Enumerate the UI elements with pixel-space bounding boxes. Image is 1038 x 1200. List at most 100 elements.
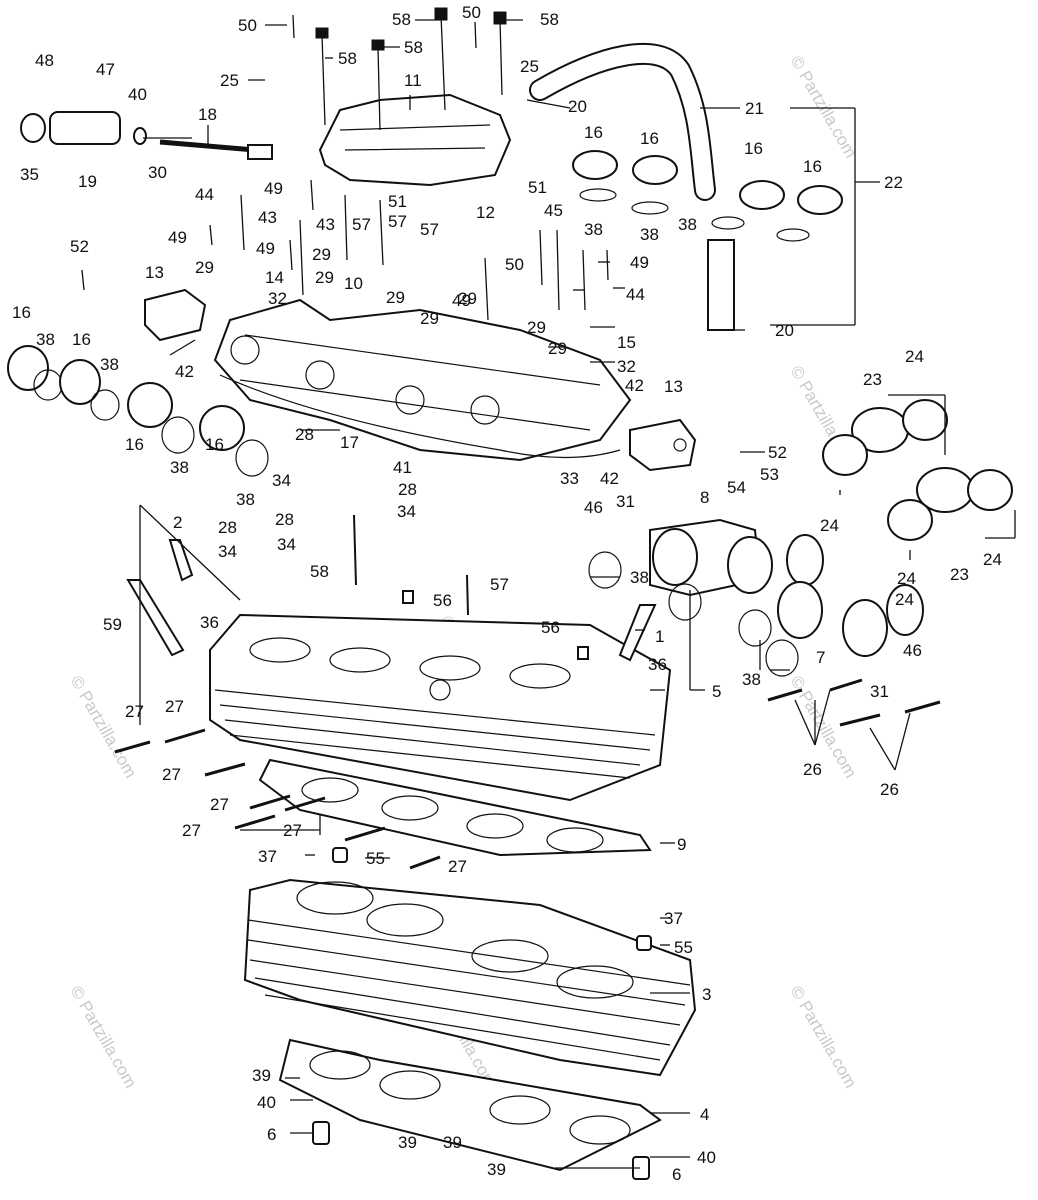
callout-label: 24	[895, 590, 914, 609]
callout-label: 27	[182, 821, 201, 840]
callout-label: 26	[880, 780, 899, 799]
callout-label: 2	[173, 513, 182, 532]
callout-label: 49	[630, 253, 649, 272]
callout-label: 42	[600, 469, 619, 488]
callout-label: 29	[195, 258, 214, 277]
callout-label: 35	[20, 165, 39, 184]
watermark-text: © Partzilla.com	[787, 673, 861, 782]
callout-label: 29	[386, 288, 405, 307]
head-gasket	[258, 758, 652, 857]
leader-lines	[139, 19, 1016, 1169]
callout-label: 25	[520, 57, 539, 76]
callout-label: 10	[344, 274, 363, 293]
callout-label: 27	[283, 821, 302, 840]
callout-label: 49	[168, 228, 187, 247]
callout-label: 12	[476, 203, 495, 222]
callout-label: 52	[768, 443, 787, 462]
callout-label: 34	[218, 542, 237, 561]
rocker-blocks	[144, 288, 697, 472]
callout-label: 25	[220, 71, 239, 90]
callout-label: 58	[404, 38, 423, 57]
callout-label: 58	[392, 10, 411, 29]
cover-bolts	[292, 7, 507, 131]
callout-label: 42	[625, 376, 644, 395]
callout-label: 27	[448, 857, 467, 876]
callout-label: 59	[103, 615, 122, 634]
callout-label: 29	[548, 339, 567, 358]
callout-label: 23	[950, 565, 969, 584]
callout-label: 38	[584, 220, 603, 239]
small-parts	[126, 514, 657, 1180]
callout-label: 46	[584, 498, 603, 517]
tachometer-drive	[20, 111, 273, 160]
callout-label: 34	[277, 535, 296, 554]
callout-label: 27	[165, 697, 184, 716]
callout-label: 54	[727, 478, 746, 497]
callout-label: 18	[198, 105, 217, 124]
callout-label: 38	[36, 330, 55, 349]
callout-label: 50	[462, 3, 481, 22]
callout-label: 44	[195, 185, 214, 204]
left-seal-caps	[7, 345, 269, 477]
callout-label: 34	[397, 502, 416, 521]
callout-label: 16	[584, 123, 603, 142]
callout-label: 50	[505, 255, 524, 274]
callout-label: 1	[655, 627, 664, 646]
callout-label: 56	[541, 618, 560, 637]
callout-label: 43	[258, 208, 277, 227]
callout-label: 38	[678, 215, 697, 234]
callout-label: 30	[148, 163, 167, 182]
callout-label: 29	[458, 289, 477, 308]
callout-label: 14	[265, 268, 284, 287]
callout-label: 56	[433, 591, 452, 610]
callout-label: 50	[238, 16, 257, 35]
callout-label: 28	[398, 480, 417, 499]
callout-label: 34	[272, 471, 291, 490]
right-seal-caps	[572, 150, 843, 242]
callout-label: 16	[803, 157, 822, 176]
callout-label: 29	[420, 309, 439, 328]
callout-label: 31	[870, 682, 889, 701]
callout-label: 16	[125, 435, 144, 454]
callout-label: 17	[340, 433, 359, 452]
callout-label: 49	[452, 291, 471, 310]
watermark-text: © Partzilla.com	[787, 983, 861, 1092]
callout-label: 42	[175, 362, 194, 381]
watermark-text: © Partzilla.com	[67, 983, 141, 1092]
callout-labels: 50 58 50 58 48 47 58 25 58 25 11 40 20 1…	[12, 3, 1002, 1184]
callout-label: 57	[490, 575, 509, 594]
callout-label: 21	[745, 99, 764, 118]
callout-label: 55	[366, 849, 385, 868]
intake-manifolds	[588, 399, 1013, 677]
callout-label: 11	[404, 71, 422, 90]
cylinder-head	[209, 613, 672, 802]
callout-label: 13	[664, 377, 683, 396]
callout-label: 38	[640, 225, 659, 244]
callout-label: 38	[100, 355, 119, 374]
callout-label: 23	[863, 370, 882, 389]
callout-label: 37	[258, 847, 277, 866]
callout-label: 57	[352, 215, 371, 234]
callout-label: 24	[897, 569, 916, 588]
callout-label: 29	[312, 245, 331, 264]
callout-label: 3	[702, 985, 711, 1004]
callout-label: 38	[170, 458, 189, 477]
watermark-text: © Partzilla.com	[67, 673, 141, 782]
callout-label: 49	[264, 179, 283, 198]
callout-label: 40	[128, 85, 147, 104]
callout-label: 16	[12, 303, 31, 322]
base-gasket	[278, 1038, 662, 1172]
studs	[114, 678, 941, 870]
callout-label: 39	[398, 1133, 417, 1152]
callout-label: 28	[275, 510, 294, 529]
callout-label: 16	[640, 129, 659, 148]
callout-label: 47	[96, 60, 115, 79]
callout-label: 26	[803, 760, 822, 779]
callout-label: 36	[648, 655, 667, 674]
callout-label: 5	[712, 682, 721, 701]
cam-cover	[318, 93, 512, 187]
callout-label: 16	[744, 139, 763, 158]
callout-label: 29	[527, 318, 546, 337]
callout-label: 19	[78, 172, 97, 191]
